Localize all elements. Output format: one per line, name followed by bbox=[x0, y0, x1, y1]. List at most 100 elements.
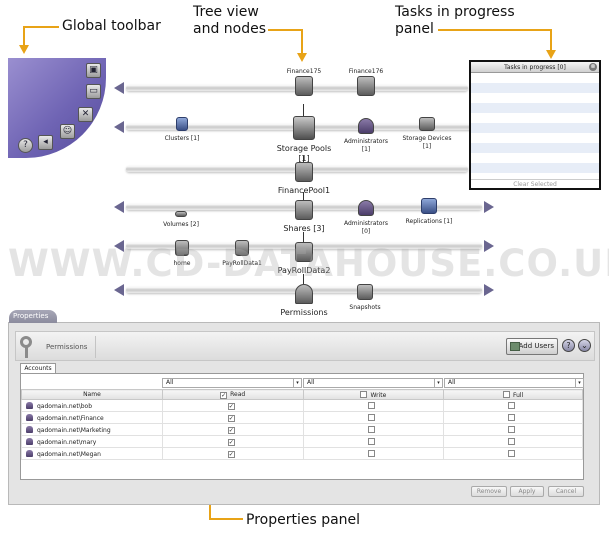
column-header-name[interactable]: Name bbox=[21, 389, 163, 400]
apply-button[interactable]: Apply bbox=[510, 486, 544, 497]
share-icon bbox=[295, 242, 313, 262]
tree-node-financepool1[interactable]: FinancePool1 bbox=[276, 162, 332, 196]
share-icon bbox=[175, 240, 189, 256]
scroll-left-arrow[interactable] bbox=[114, 121, 124, 133]
tree-node-home[interactable]: home bbox=[162, 240, 202, 268]
callout-properties-panel: Properties panel bbox=[246, 512, 361, 528]
write-checkbox[interactable] bbox=[368, 449, 376, 457]
full-filter-select[interactable]: All▾ bbox=[444, 378, 584, 388]
scroll-right-arrow[interactable] bbox=[484, 201, 494, 213]
callout-arrow bbox=[546, 50, 556, 59]
read-all-checkbox[interactable]: ✓ bbox=[220, 391, 228, 399]
tree-node-replications[interactable]: Replications [1] bbox=[402, 198, 456, 226]
callout-tree-view-2: and nodes bbox=[193, 21, 267, 37]
collapse-icon[interactable]: ⌄ bbox=[578, 339, 591, 352]
server-icon bbox=[357, 76, 375, 96]
key-icon bbox=[20, 336, 40, 358]
tree-node-finance176[interactable]: Finance176 bbox=[341, 68, 391, 100]
monitor-icon[interactable]: ▣ bbox=[86, 63, 101, 78]
chevron-down-icon: ▾ bbox=[575, 379, 583, 387]
tab-accounts[interactable]: Accounts bbox=[20, 363, 56, 373]
table-row[interactable]: qadomain.net\bob ✓ bbox=[21, 399, 583, 412]
display-icon[interactable]: ▭ bbox=[86, 84, 101, 99]
user-icon bbox=[26, 401, 33, 409]
callout-global-toolbar: Global toolbar bbox=[62, 18, 161, 34]
scroll-left-arrow[interactable] bbox=[114, 240, 124, 252]
callout-line bbox=[268, 29, 303, 31]
group-icon bbox=[26, 425, 33, 433]
table-row[interactable]: qadomain.net\Megan ✓ bbox=[21, 447, 583, 460]
full-checkbox[interactable] bbox=[508, 437, 516, 445]
pool-icon bbox=[295, 162, 313, 182]
tree-node-permissions[interactable]: Permissions bbox=[278, 284, 330, 318]
full-checkbox[interactable] bbox=[508, 413, 516, 421]
tree-node-volumes[interactable]: Volumes [2] bbox=[158, 202, 204, 229]
users-icon[interactable]: ☺ bbox=[60, 124, 75, 139]
scroll-right-arrow[interactable] bbox=[484, 284, 494, 296]
account-name: qadomain.net\Megan bbox=[21, 447, 163, 460]
chevron-down-icon: ▾ bbox=[293, 379, 301, 387]
close-icon[interactable]: ⊗ bbox=[589, 63, 597, 71]
tree-connector bbox=[303, 192, 304, 200]
help-icon[interactable]: ? bbox=[562, 339, 575, 352]
write-checkbox[interactable] bbox=[368, 437, 376, 445]
properties-panel: Properties Permissions Add Users ? ⌄ Acc… bbox=[8, 310, 600, 505]
tree-node-payrolldata2[interactable]: PayRollData2 bbox=[276, 242, 332, 276]
cancel-button[interactable]: Cancel bbox=[548, 486, 584, 497]
callout-tree-view: Tree view bbox=[193, 4, 259, 20]
read-filter-select[interactable]: All▾ bbox=[162, 378, 302, 388]
write-filter-select[interactable]: All▾ bbox=[303, 378, 443, 388]
tree-connector bbox=[303, 104, 304, 116]
tree-node-storage-pools[interactable]: Storage Pools [1] bbox=[276, 116, 332, 164]
tree-node-clusters[interactable]: Clusters [1] bbox=[160, 116, 204, 143]
tree-connector bbox=[303, 156, 304, 164]
clear-selected-button[interactable]: Clear Selected bbox=[471, 179, 599, 188]
callout-arrow bbox=[19, 45, 29, 54]
read-checkbox[interactable]: ✓ bbox=[227, 450, 235, 458]
scroll-left-arrow[interactable] bbox=[114, 284, 124, 296]
table-row[interactable]: qadomain.net\mary ✓ bbox=[21, 435, 583, 448]
read-checkbox[interactable]: ✓ bbox=[227, 402, 235, 410]
write-checkbox[interactable] bbox=[368, 413, 376, 421]
full-checkbox[interactable] bbox=[508, 425, 516, 433]
tree-node-administrators[interactable]: Administrators [1] bbox=[343, 118, 389, 154]
tree-node-storage-devices[interactable]: Storage Devices [1] bbox=[402, 116, 452, 151]
tasks-panel-title: Tasks in progress [0] bbox=[504, 64, 566, 71]
column-header-write[interactable]: Write bbox=[302, 389, 445, 400]
tree-connector bbox=[303, 274, 304, 284]
properties-tab[interactable]: Properties bbox=[9, 310, 57, 323]
replication-icon bbox=[421, 198, 437, 214]
tasks-panel-header: Tasks in progress [0] ⊗ bbox=[471, 62, 599, 73]
full-checkbox[interactable] bbox=[508, 449, 516, 457]
read-checkbox[interactable]: ✓ bbox=[227, 438, 235, 446]
full-all-checkbox[interactable] bbox=[502, 390, 510, 398]
tree-node-shares[interactable]: Shares [3] bbox=[278, 200, 330, 234]
add-users-button[interactable]: Add Users bbox=[506, 338, 558, 355]
read-checkbox[interactable]: ✓ bbox=[227, 414, 235, 422]
tree-node-snapshots[interactable]: Snapshots bbox=[342, 284, 388, 312]
full-checkbox[interactable] bbox=[508, 401, 516, 409]
table-row[interactable]: qadomain.net\Finance ✓ bbox=[21, 411, 583, 424]
read-checkbox[interactable]: ✓ bbox=[227, 426, 235, 434]
tasks-in-progress-panel: Tasks in progress [0] ⊗ Clear Selected bbox=[469, 60, 601, 190]
write-checkbox[interactable] bbox=[368, 401, 376, 409]
help-icon[interactable]: ? bbox=[18, 138, 33, 153]
column-header-full[interactable]: Full bbox=[443, 389, 583, 400]
scroll-left-arrow[interactable] bbox=[114, 201, 124, 213]
scroll-left-arrow[interactable] bbox=[114, 82, 124, 94]
tree-node-administrators-2[interactable]: Administrators [0] bbox=[343, 200, 389, 236]
filter-row: All▾ All▾ All▾ bbox=[162, 378, 584, 388]
tools-icon[interactable]: ✕ bbox=[78, 107, 93, 122]
back-icon[interactable]: ◂ bbox=[38, 135, 53, 150]
table-row[interactable]: qadomain.net\Marketing ✓ bbox=[21, 423, 583, 436]
write-all-checkbox[interactable] bbox=[360, 390, 368, 398]
tree-node-finance175[interactable]: Finance175 bbox=[278, 68, 330, 100]
callout-line bbox=[23, 26, 59, 28]
column-header-read[interactable]: ✓Read bbox=[161, 389, 304, 400]
tree-node-payrolldata1[interactable]: PayRollData1 bbox=[216, 240, 268, 268]
remove-button[interactable]: Remove bbox=[471, 486, 507, 497]
tree-connector bbox=[303, 232, 304, 242]
write-checkbox[interactable] bbox=[368, 425, 376, 433]
scroll-right-arrow[interactable] bbox=[484, 240, 494, 252]
users-icon bbox=[358, 200, 374, 216]
